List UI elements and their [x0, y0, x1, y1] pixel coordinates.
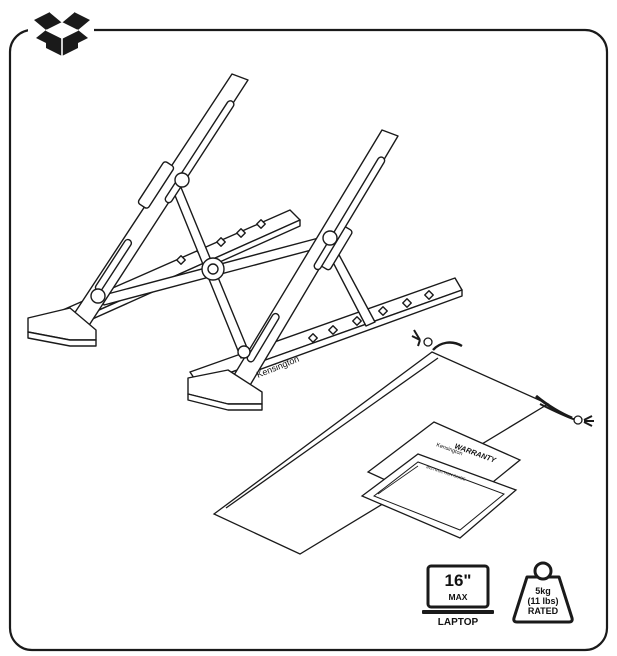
laptop-stand	[27, 73, 463, 411]
laptop-size-badge	[422, 564, 494, 614]
weight-lbs-label: (11 lbs)	[527, 596, 558, 606]
carry-pouch	[212, 329, 594, 555]
laptop-size-label: 16"	[445, 571, 472, 590]
laptop-icon	[422, 564, 494, 614]
front-base-holes	[308, 290, 434, 343]
laptop-caption: LAPTOP	[438, 617, 479, 628]
front-arm	[187, 129, 399, 411]
rear-arm	[27, 73, 249, 347]
weight-rated-badge	[512, 561, 574, 624]
weight-kg-label: 5kg	[535, 586, 551, 596]
weight-icon	[512, 575, 574, 624]
drawstring-left	[432, 341, 463, 351]
open-box-icon	[28, 2, 94, 58]
center-pivot-inner	[207, 263, 219, 275]
diagram-frame	[8, 28, 609, 652]
laptop-max-label: MAX	[449, 592, 468, 602]
weight-rated-label: RATED	[528, 606, 559, 616]
instruction-guide	[360, 453, 518, 539]
